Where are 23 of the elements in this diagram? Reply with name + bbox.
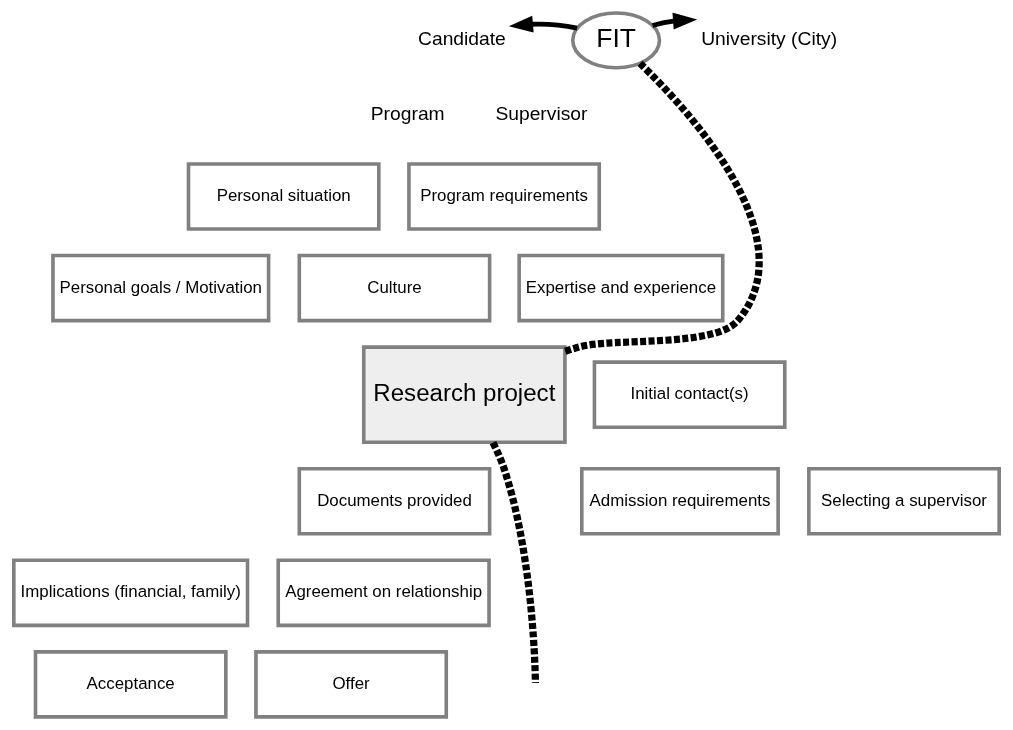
node-box: Program requirements bbox=[407, 162, 602, 231]
node-box: Acceptance bbox=[33, 650, 228, 719]
node-box: Selecting a supervisor bbox=[807, 466, 1001, 536]
label: Supervisor bbox=[495, 103, 588, 125]
node-box: Initial contact(s) bbox=[592, 360, 787, 429]
node-box: Personal situation bbox=[186, 162, 381, 231]
node-box: Expertise and experience bbox=[517, 253, 725, 323]
label: Program bbox=[370, 103, 445, 125]
node-box: Documents provided bbox=[297, 466, 492, 536]
node-box: Agreement on relationship bbox=[276, 558, 491, 628]
node-box: Personal goals / Motivation bbox=[51, 253, 271, 323]
node-text: University (City) bbox=[701, 27, 838, 49]
node-text: Candidate bbox=[418, 27, 506, 49]
connector bbox=[489, 441, 540, 684]
node-box: Research project bbox=[361, 345, 567, 445]
node-box: Admission requirements bbox=[580, 466, 780, 536]
node-box: Offer bbox=[254, 650, 449, 719]
connector bbox=[563, 60, 763, 355]
arrow bbox=[508, 15, 578, 33]
node-ellipse: FIT bbox=[570, 11, 662, 70]
node-box: Implications (financial, family) bbox=[12, 558, 250, 628]
arrow bbox=[651, 12, 698, 30]
node-box: Culture bbox=[297, 253, 492, 323]
